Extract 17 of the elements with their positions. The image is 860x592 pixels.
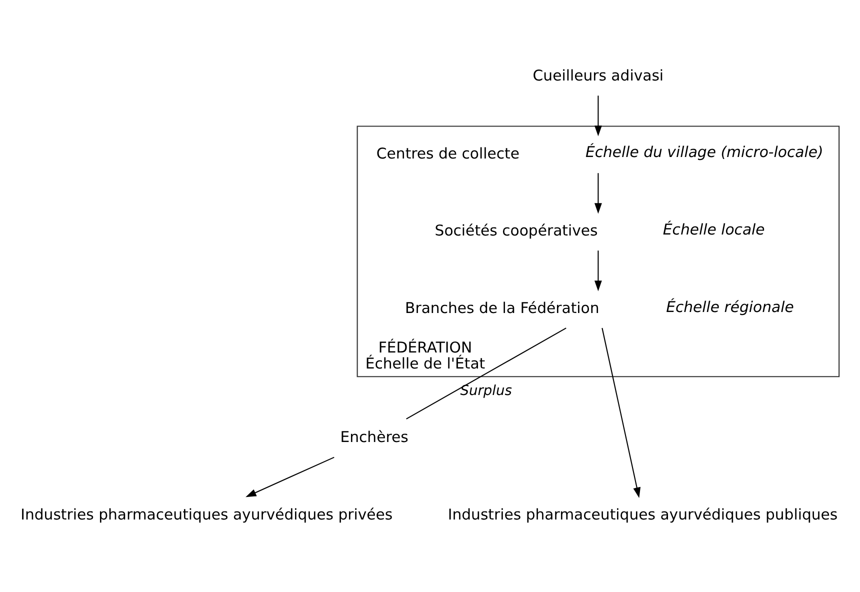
connector: [406, 328, 566, 420]
arrow: [602, 328, 641, 498]
node-text: Sociétés coopératives: [434, 222, 598, 240]
node-label: Échelle régionale: [666, 298, 794, 316]
node-text: Industries pharmaceutiques ayurvédiques publiques: [448, 506, 838, 524]
node-label: Échelle locale: [662, 220, 765, 239]
edge-label: Surplus: [460, 383, 512, 400]
node-text: Centres de collecte: [376, 144, 520, 162]
node-text: Cueilleurs adivasi: [532, 66, 664, 84]
arrow: [594, 96, 602, 136]
arrow: [594, 250, 602, 292]
node-text: Branches de la Fédération: [405, 299, 600, 318]
arrow: [594, 173, 602, 214]
arrow: [246, 456, 334, 498]
node-text: Industries pharmaceutiques ayurvédiques privées: [20, 506, 393, 524]
node-label: Échelle du village (micro-locale): [585, 143, 824, 162]
node-text: Enchères: [340, 428, 408, 446]
